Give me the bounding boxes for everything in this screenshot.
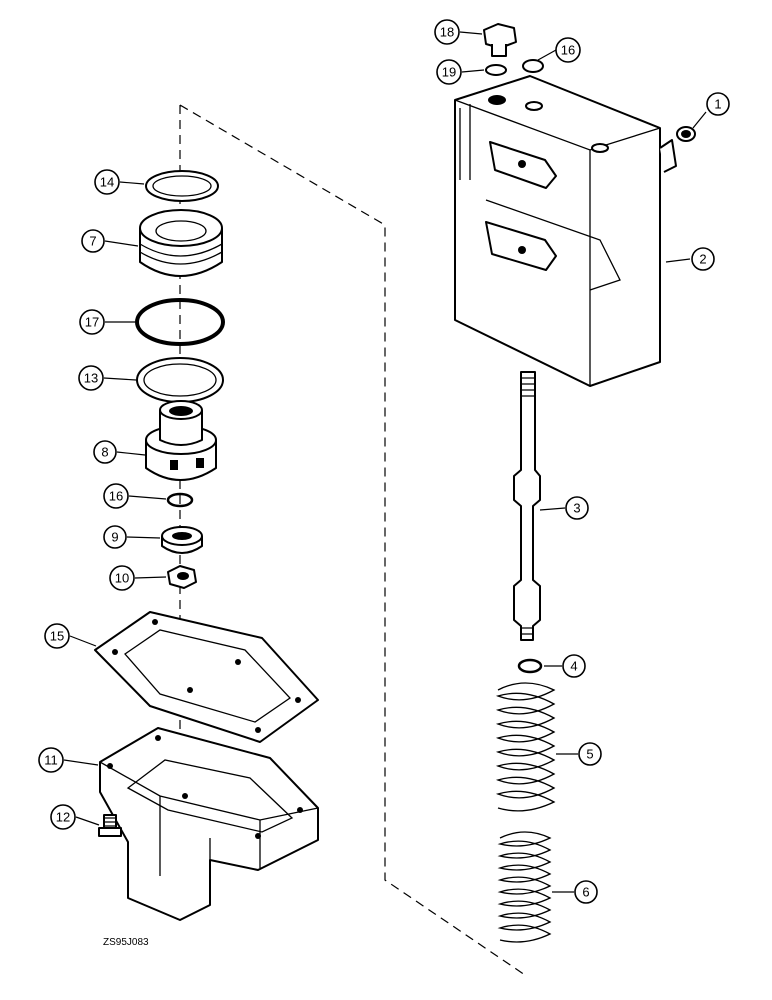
callout-5: 5: [578, 742, 602, 766]
callout-label: 6: [582, 885, 589, 900]
callout-17: 17: [79, 309, 105, 335]
callout-8: 8: [93, 440, 117, 464]
callout-2: 2: [691, 247, 715, 271]
callout-15: 15: [44, 623, 70, 649]
callout-label: 5: [586, 747, 593, 762]
callout-7: 7: [81, 229, 105, 253]
callout-12: 12: [50, 804, 76, 830]
callout-6: 6: [574, 880, 598, 904]
callout-3: 3: [565, 496, 589, 520]
part-o-ring: [522, 59, 544, 73]
part-seal-ring: [145, 170, 219, 202]
part-gasket: [94, 611, 319, 743]
callout-4: 4: [562, 654, 586, 678]
callout-label: 13: [84, 371, 98, 386]
callout-13: 13: [78, 365, 104, 391]
part-bolt: [98, 814, 122, 837]
callout-label: 10: [115, 571, 129, 586]
callout-18: 18: [434, 19, 460, 45]
callout-label: 19: [442, 65, 456, 80]
figure-code: ZS95J083: [103, 937, 149, 948]
callout-label: 4: [570, 659, 577, 674]
part-retaining-ring: [517, 658, 543, 674]
callout-label: 18: [440, 25, 454, 40]
part-o-ring-large: [135, 298, 225, 346]
part-inner-spring: [497, 831, 552, 943]
callout-label: 11: [44, 753, 58, 768]
part-spool: [513, 371, 541, 641]
part-outer-spring: [495, 682, 556, 812]
callout-19: 19: [436, 59, 462, 85]
callout-label: 14: [100, 175, 114, 190]
part-plug-top: [483, 23, 517, 57]
callout-label: 12: [56, 810, 70, 825]
callout-14: 14: [94, 169, 120, 195]
callout-9: 9: [103, 525, 127, 549]
callout-label: 15: [50, 629, 64, 644]
part-backup-ring: [136, 357, 224, 403]
callout-label: 16: [561, 43, 575, 58]
part-nut: [167, 565, 197, 589]
part-o-ring-small: [166, 492, 194, 508]
callout-label: 2: [699, 252, 706, 267]
callout-11: 11: [38, 747, 64, 773]
callout-label: 9: [111, 530, 118, 545]
part-plug: [676, 126, 696, 142]
part-retainer: [145, 400, 217, 481]
callout-label: 17: [85, 315, 99, 330]
callout-16-top: 16: [555, 37, 581, 63]
callout-label: 16: [109, 489, 123, 504]
leader-lines: [63, 31, 707, 893]
callout-10: 10: [109, 565, 135, 591]
callout-1: 1: [706, 92, 730, 116]
part-cover: [99, 727, 319, 921]
part-washer: [161, 526, 203, 554]
part-o-ring-top: [485, 64, 507, 76]
part-seal-housing: [139, 209, 223, 277]
callout-label: 7: [89, 234, 96, 249]
callout-label: 8: [101, 445, 108, 460]
callout-label: 3: [573, 501, 580, 516]
part-valve-body: [454, 75, 677, 387]
callout-label: 1: [714, 97, 721, 112]
callout-16-left: 16: [103, 483, 129, 509]
